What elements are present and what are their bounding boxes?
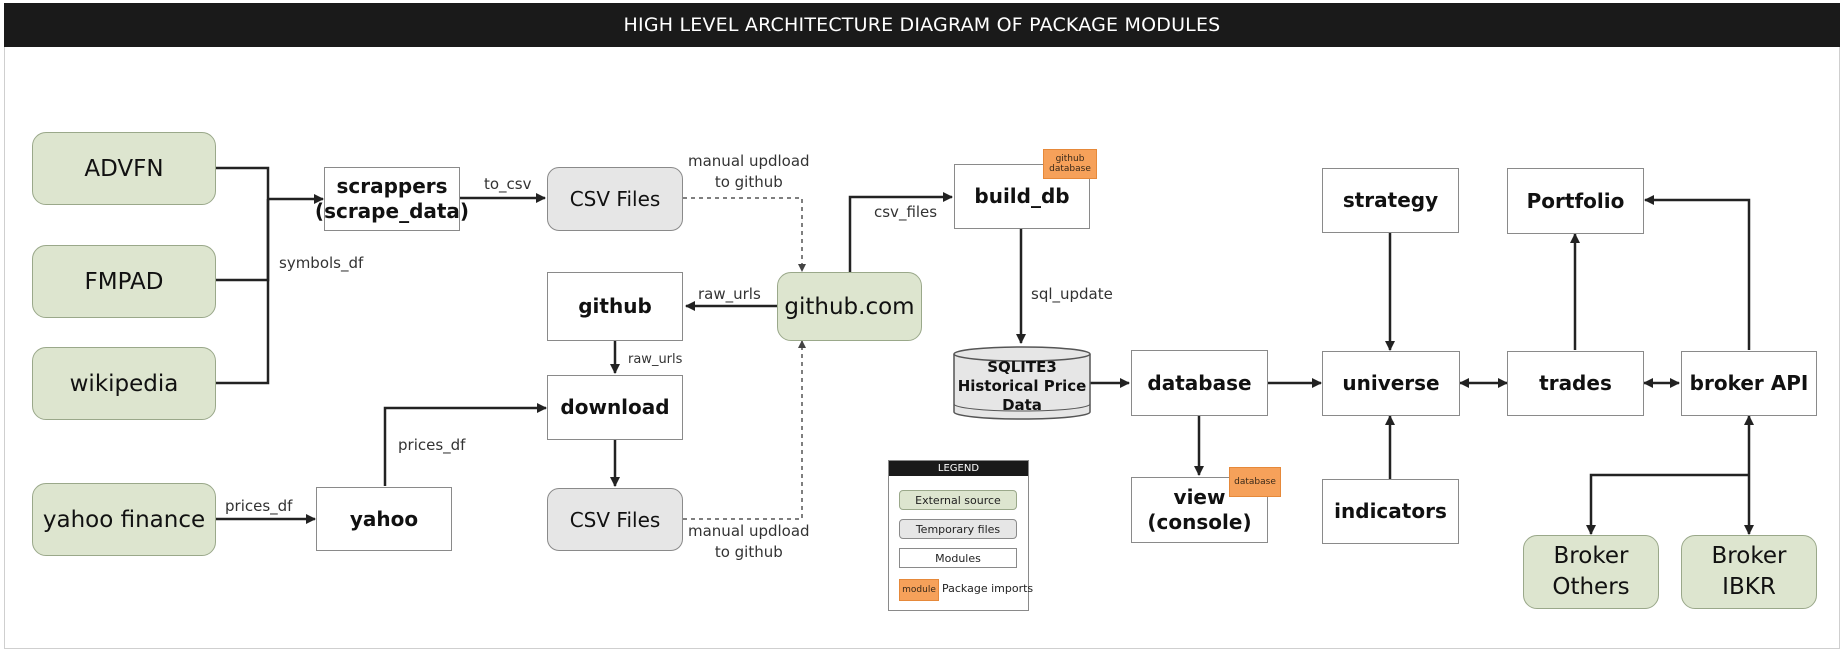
label-manual-upload-top-line1: manual updload [688, 152, 810, 170]
node-fmpad: FMPAD [32, 245, 216, 318]
label-manual-upload-bottom-line1: manual updload [688, 522, 810, 540]
node-broker-ibkr: Broker IBKR [1681, 535, 1817, 609]
node-broker-others-line1: Broker [1553, 543, 1629, 569]
label-manual-upload-top-line2: to github [714, 173, 783, 191]
node-broker-others-line2: Others [1552, 574, 1630, 600]
label-manual-upload-bottom-line2: to github [714, 543, 783, 561]
node-scrappers-line1: scrappers [336, 174, 448, 198]
badge-build-db: github database [1043, 149, 1097, 179]
node-broker-ibkr-line2: IBKR [1722, 574, 1776, 600]
node-trades-label: trades [1539, 371, 1612, 395]
edge-yahoo-download [383, 403, 547, 486]
node-sqlite-line1: SQLITE3 [987, 357, 1057, 376]
badge-view-label: database [1234, 477, 1276, 487]
label-raw-urls-1: raw_urls [698, 285, 761, 303]
node-wikipedia: wikipedia [32, 347, 216, 420]
edge-csvtop-githubcom [683, 197, 806, 272]
node-github-label: github [578, 294, 652, 318]
edge-advfn-scrappers [216, 166, 270, 199]
badge-build-db-line1: github [1055, 154, 1085, 164]
node-sqlite-line3: Data [1002, 395, 1042, 414]
label-to-csv: to_csv [484, 175, 532, 193]
legend: LEGEND External source Temporary files M… [888, 460, 1033, 611]
node-yahoo-finance: yahoo finance [32, 483, 216, 556]
node-portfolio-label: Portfolio [1526, 188, 1625, 213]
label-prices-df-1: prices_df [398, 436, 466, 454]
node-yahoo: yahoo [316, 487, 452, 551]
node-csv-files-bottom: CSV Files [547, 488, 683, 551]
node-wikipedia-label: wikipedia [69, 370, 179, 397]
node-universe: universe [1322, 351, 1460, 416]
label-csv-files: csv_files [874, 203, 938, 221]
node-broker-others: Broker Others [1523, 535, 1659, 609]
node-csv-files-top: CSV Files [547, 167, 683, 231]
legend-temporary-files: Temporary files [899, 519, 1017, 539]
label-symbols-df: symbols_df [279, 254, 364, 272]
node-database-label: database [1147, 370, 1252, 395]
node-universe-label: universe [1342, 371, 1440, 395]
legend-package-imports: Package imports [942, 582, 1034, 595]
label-manual-upload-top: manual updload to github [688, 151, 810, 193]
node-indicators: indicators [1322, 479, 1459, 544]
label-manual-upload-bottom: manual updload to github [688, 521, 810, 563]
node-csv-files-top-label: CSV Files [569, 187, 661, 211]
node-broker-api: broker API [1681, 351, 1817, 416]
node-yahoo-finance-label: yahoo finance [42, 506, 206, 533]
node-view-line2: (console) [1147, 510, 1252, 534]
node-yahoo-label: yahoo [349, 506, 419, 531]
node-sqlite: SQLITE3 Historical Price Data [954, 355, 1090, 417]
node-advfn: ADVFN [32, 132, 216, 205]
label-raw-urls-2: raw_urls [628, 352, 683, 367]
legend-external-source: External source [899, 490, 1017, 510]
node-download: download [547, 375, 683, 440]
node-strategy-label: strategy [1342, 188, 1439, 212]
legend-badge: module [899, 579, 939, 601]
node-scrappers-line2: (scrape_data) [314, 199, 470, 223]
node-strategy: strategy [1322, 168, 1459, 233]
legend-modules: Modules [899, 548, 1017, 568]
badge-build-db-line2: database [1049, 164, 1091, 174]
node-github: github [547, 272, 683, 341]
node-fmpad-label: FMPAD [84, 268, 164, 295]
node-advfn-label: ADVFN [84, 155, 164, 182]
node-broker-ibkr-line1: Broker [1711, 543, 1787, 569]
label-sql-update: sql_update [1031, 285, 1113, 303]
node-broker-api-label: broker API [1689, 371, 1809, 395]
edge-bus-brokerothers [1586, 473, 1749, 535]
node-portfolio: Portfolio [1507, 168, 1644, 234]
node-github-com: github.com [777, 272, 922, 341]
diagram-title: HIGH LEVEL ARCHITECTURE DIAGRAM OF PACKA… [4, 3, 1840, 47]
node-github-com-label: github.com [784, 293, 915, 320]
node-view-line1: view [1173, 485, 1226, 509]
node-build-db-label: build_db [974, 184, 1070, 208]
edge-brokerapi-portfolio [1644, 195, 1751, 350]
node-trades: trades [1507, 351, 1644, 416]
edge-wikipedia-scrappers [216, 199, 270, 385]
edge-fmpad-scrappers [216, 199, 270, 282]
node-database: database [1131, 350, 1268, 416]
node-scrappers: scrappers (scrape_data) [315, 167, 469, 231]
node-csv-files-bottom-label: CSV Files [569, 507, 661, 532]
node-download-label: download [560, 395, 670, 419]
node-view: view (console) [1131, 477, 1268, 543]
sqlite-cylinder [953, 346, 1091, 420]
legend-title: LEGEND [889, 461, 1028, 476]
node-indicators-label: indicators [1334, 499, 1447, 523]
badge-view: database [1229, 467, 1281, 497]
node-sqlite-line2: Historical Price [957, 376, 1087, 395]
edge-githubcom-builddb [848, 192, 953, 272]
edge-csvbottom-githubcom [683, 340, 806, 520]
label-prices-df-2: prices_df [225, 497, 293, 515]
